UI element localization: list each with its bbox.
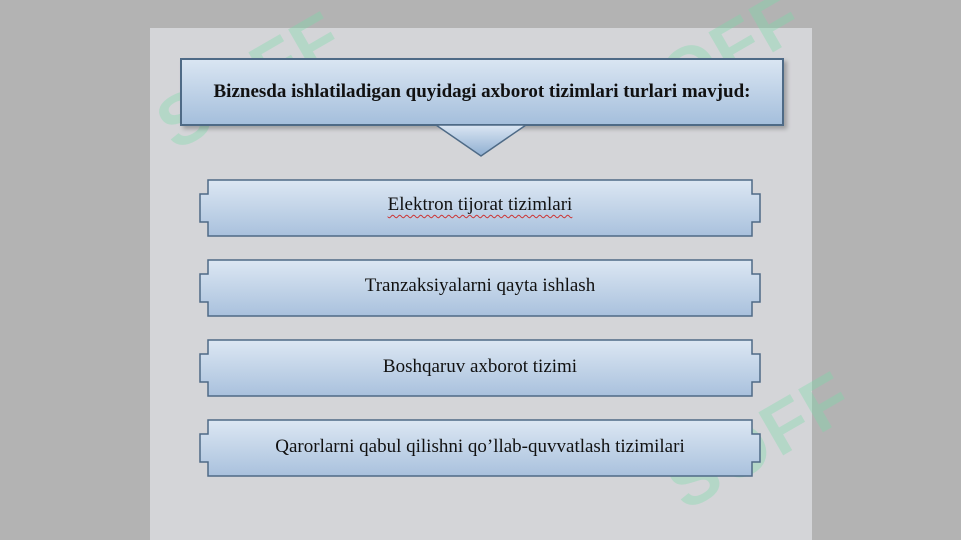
list-item: Qarorlarni qabul qilishni qo’llab-quvvat…: [275, 436, 685, 457]
item-box-shape: [199, 259, 761, 317]
header-box: Biznesda ishlatiladigan quyidagi axborot…: [180, 58, 784, 126]
list-item: Boshqaruv axborot tizimi: [382, 356, 578, 377]
list-item: Tranzaksiyalarni qayta ishlash: [364, 275, 596, 296]
item-box-shape: [199, 179, 761, 237]
header-title: Biznesda ishlatiladigan quyidagi axborot…: [213, 81, 751, 102]
down-arrow-icon: [434, 124, 528, 157]
list-item: Elektron tijorat tizimlari: [387, 194, 573, 215]
item-box-shape: [199, 339, 761, 397]
item-box-shape: [199, 419, 761, 477]
